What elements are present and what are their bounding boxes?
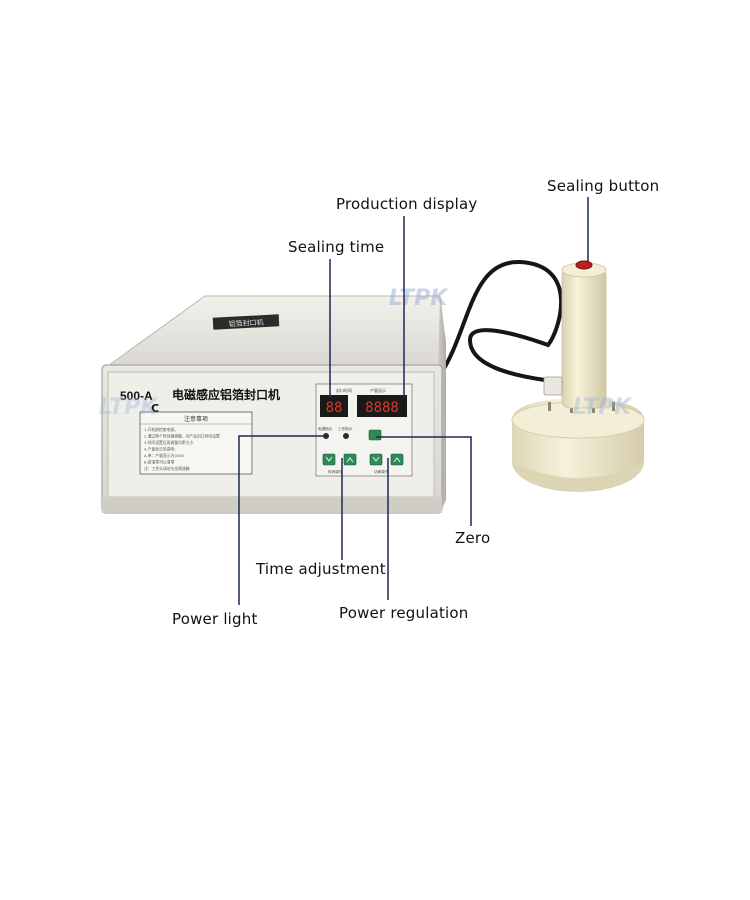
svg-text:产量显示: 产量显示: [370, 387, 386, 393]
notice-line: A.单：产量显示为0000: [144, 453, 185, 458]
notice-line: 3.时间设置后再调整功率大小: [144, 440, 193, 445]
watermark-right: LTPK: [573, 395, 634, 420]
notice-panel: 注意事项 1.开机前检查电源。 2.通过两个时间键调整，对产品封口时间设置3.时间…: [139, 411, 253, 475]
power-up-button[interactable]: [390, 453, 404, 466]
time-down-button[interactable]: [322, 453, 336, 466]
svg-text:注意事项: 注意事项: [184, 415, 208, 423]
sealing-button[interactable]: [575, 260, 593, 270]
callout-power-light: Power light: [172, 610, 258, 628]
production-digits: 8888: [365, 400, 399, 416]
svg-text:时间调节: 时间调节: [328, 469, 343, 474]
svg-text:功率调节: 功率调节: [374, 469, 389, 474]
notice-line: 1.开机前检查电源。: [144, 427, 178, 432]
machine-title-cn: 电磁感应铝箔封口机: [172, 387, 280, 402]
model-suffix: C: [151, 402, 159, 415]
callout-production-display: Production display: [336, 195, 478, 213]
power-down-button[interactable]: [369, 453, 383, 466]
work-light: [343, 433, 349, 439]
leader-lines: [238, 197, 589, 605]
svg-text:铝箔封口机: 铝箔封口机: [228, 318, 263, 329]
production-display: [357, 395, 407, 417]
time-up-button[interactable]: [343, 453, 357, 466]
watermark-top: LTPK: [389, 286, 450, 311]
svg-text:工作指示: 工作指示: [338, 426, 353, 431]
sealing-time-display: [320, 395, 348, 417]
svg-text:电源指示: 电源指示: [318, 426, 333, 431]
callout-zero: Zero: [455, 529, 491, 547]
notice-line: 4.产量显示的说明：: [144, 447, 178, 452]
callout-time-adjustment: Time adjustment: [256, 560, 386, 578]
watermark-left: LTPK: [99, 395, 160, 420]
callout-power-regulation: Power regulation: [339, 604, 469, 622]
svg-text:封口时间: 封口时间: [336, 387, 352, 393]
sealing-time-digits: 88: [326, 400, 343, 416]
leader-zero: [376, 436, 472, 526]
power-cable: [438, 259, 564, 382]
notice-line: B.按清零可以清零: [144, 460, 175, 465]
notice-line: 注：工作头请勿与金属接触: [144, 466, 190, 471]
callout-sealing-button: Sealing button: [547, 177, 660, 195]
sealing-head: [511, 260, 645, 492]
callout-sealing-time: Sealing time: [288, 238, 385, 256]
model-label: 500-A: [120, 389, 153, 403]
leader-power-light: [238, 435, 328, 605]
notice-line: 2.通过两个时间键调整，对产品封口时间设置: [144, 434, 220, 439]
top-label: 铝箔封口机: [212, 314, 280, 330]
control-panel: 封口时间 产量显示 88 8888 电源指示 工作指示 时间调节 功率调节: [315, 383, 413, 477]
zero-button[interactable]: [368, 429, 382, 441]
